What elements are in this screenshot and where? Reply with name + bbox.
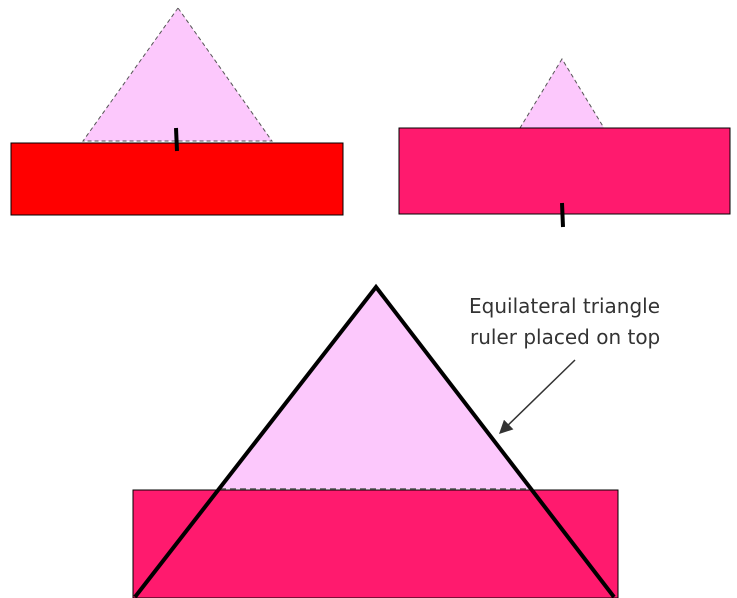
triangle-upper-region: [220, 287, 530, 489]
panel-top-right: [398, 58, 731, 228]
pink-strip-top-right: [398, 127, 731, 215]
equilateral-triangle-ruler-outline: [133, 283, 616, 598]
annotation-line-2: ruler placed on top: [470, 325, 660, 349]
pink-strip-bottom: [132, 489, 619, 598]
center-tick-top-right: [560, 202, 565, 228]
dashed-triangle-top-left: [82, 7, 273, 142]
panel-top-left: [10, 7, 344, 216]
triangle-tip-top-right: [519, 58, 605, 129]
panel-bottom: [132, 283, 619, 598]
annotation: Equilateral triangle ruler placed on top: [469, 294, 660, 434]
annotation-arrow: [499, 359, 576, 434]
annotation-line-1: Equilateral triangle: [469, 294, 660, 318]
red-strip: [10, 142, 344, 216]
center-tick-top-left: [174, 127, 179, 152]
